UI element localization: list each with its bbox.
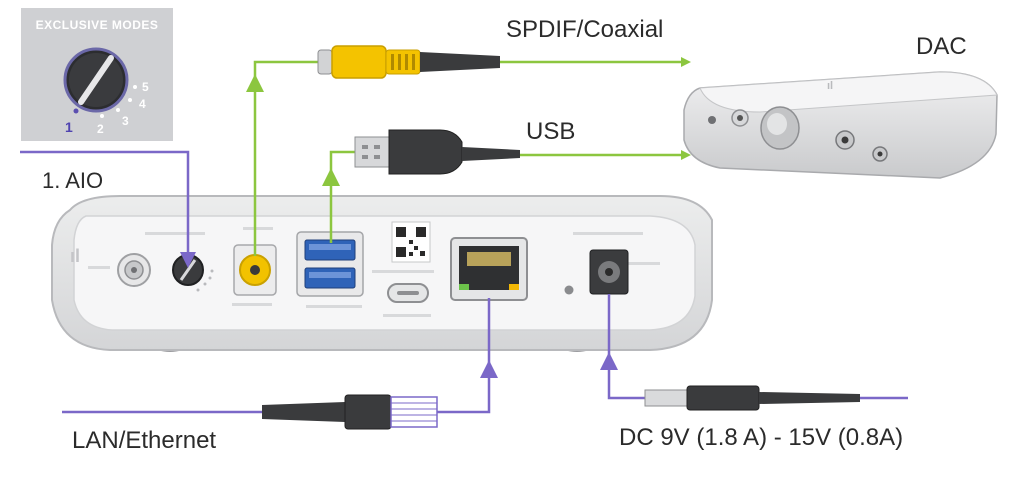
mode-position-5: 5 [142,80,149,94]
dac-label: DAC [916,33,967,60]
exclusive-modes-title: EXCLUSIVE MODES [35,18,159,32]
svg-text:ıl: ıl [70,246,80,266]
lan-ethernet-label: LAN/Ethernet [72,427,217,454]
aio-down-arrow-icon [180,252,196,268]
svg-text:ıl: ıl [827,80,833,92]
dc-power-cable [600,294,908,411]
qr-code [391,221,431,263]
lan-ethernet-cable [62,298,498,430]
coaxial-output-jack [233,244,277,296]
usb-a-ports [296,231,364,297]
usb-c-port [387,283,429,303]
zen-stream-device: ıl [51,195,713,352]
lan-up-arrow-icon [480,360,498,378]
antenna-connector [117,253,151,287]
mode-position-2: 2 [97,122,104,136]
aio-mode-line [20,150,196,268]
dc-up-arrow-icon [600,352,618,370]
usb-up-arrow-icon [322,168,340,186]
spdif-up-arrow-icon [246,74,264,92]
mode-position-4: 4 [139,97,146,111]
exclusive-modes-dial: 1 2 3 4 5 [63,47,149,136]
exclusive-modes-panel: EXCLUSIVE MODES 1 2 3 4 5 [21,8,173,141]
dc-power-jack [589,249,629,295]
spdif-coaxial-label: SPDIF/Coaxial [506,16,664,43]
usb-label: USB [526,118,576,145]
spdif-coaxial-cable [246,45,691,256]
reset-button [564,285,574,295]
dac-device: ıl [683,71,998,179]
mode-position-3: 3 [122,114,129,128]
dc-power-label: DC 9V (1.8 A) - 15V (0.8A) [619,424,904,451]
mode-position-1: 1 [65,119,73,135]
ethernet-port [450,237,528,301]
usb-cable [322,129,691,243]
aio-label: 1. AIO [42,168,104,193]
mode-rotary-switch[interactable] [172,254,214,292]
